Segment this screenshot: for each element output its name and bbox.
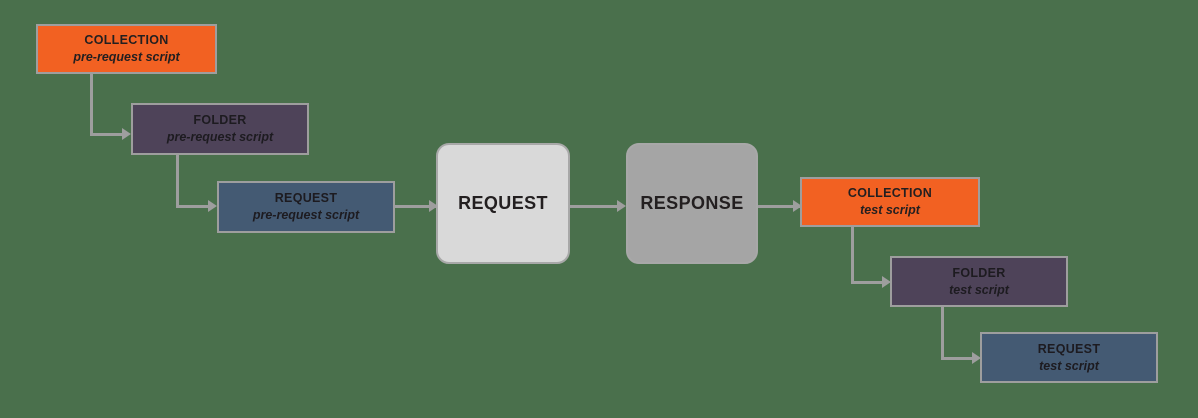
- node-title: FOLDER: [193, 113, 247, 128]
- node-request-pre-request[interactable]: REQUEST pre-request script: [217, 181, 395, 233]
- node-folder-test[interactable]: FOLDER test script: [890, 256, 1068, 307]
- stage-response[interactable]: RESPONSE: [626, 143, 758, 264]
- stage-title: RESPONSE: [640, 193, 744, 213]
- stage-request[interactable]: REQUEST: [436, 143, 570, 264]
- node-title: REQUEST: [274, 191, 338, 206]
- node-title: FOLDER: [952, 265, 1006, 280]
- node-subtitle: pre-request script: [252, 208, 360, 222]
- connector-request-to-stage-request: [395, 205, 436, 208]
- connector-collection-to-folder-vertical: [90, 74, 93, 136]
- node-title: COLLECTION: [84, 33, 169, 48]
- arrowhead-icon: [972, 352, 981, 364]
- connector-collection-test-to-folder-test-vertical: [851, 227, 854, 284]
- connector-collection-to-folder-horizontal: [90, 133, 127, 136]
- connector-stage-response-to-collection-test: [758, 205, 802, 208]
- node-collection-test[interactable]: COLLECTION test script: [800, 177, 980, 227]
- node-subtitle: pre-request script: [73, 50, 180, 64]
- arrowhead-icon: [122, 128, 131, 140]
- arrowhead-icon: [793, 200, 802, 212]
- arrowhead-icon: [208, 200, 217, 212]
- arrowhead-icon: [882, 276, 891, 288]
- arrowhead-icon: [429, 200, 438, 212]
- node-subtitle: test script: [860, 203, 920, 217]
- node-title: REQUEST: [1037, 341, 1101, 356]
- connector-stage-request-to-stage-response: [570, 205, 622, 208]
- arrowhead-icon: [617, 200, 626, 212]
- connector-folder-to-request-horizontal: [176, 205, 213, 208]
- node-subtitle: pre-request script: [166, 130, 274, 144]
- node-collection-pre-request[interactable]: COLLECTION pre-request script: [36, 24, 217, 74]
- node-subtitle: test script: [1039, 358, 1099, 373]
- node-request-test[interactable]: REQUEST test script: [980, 332, 1158, 383]
- node-title: COLLECTION: [847, 186, 933, 201]
- connector-folder-test-to-request-test-horizontal: [941, 357, 977, 360]
- node-subtitle: test script: [949, 282, 1009, 297]
- connector-folder-to-request-vertical: [176, 155, 179, 208]
- connector-collection-test-to-folder-test-horizontal: [851, 281, 887, 284]
- connector-folder-test-to-request-test-vertical: [941, 307, 944, 360]
- node-folder-pre-request[interactable]: FOLDER pre-request script: [131, 103, 309, 155]
- stage-title: REQUEST: [458, 193, 548, 213]
